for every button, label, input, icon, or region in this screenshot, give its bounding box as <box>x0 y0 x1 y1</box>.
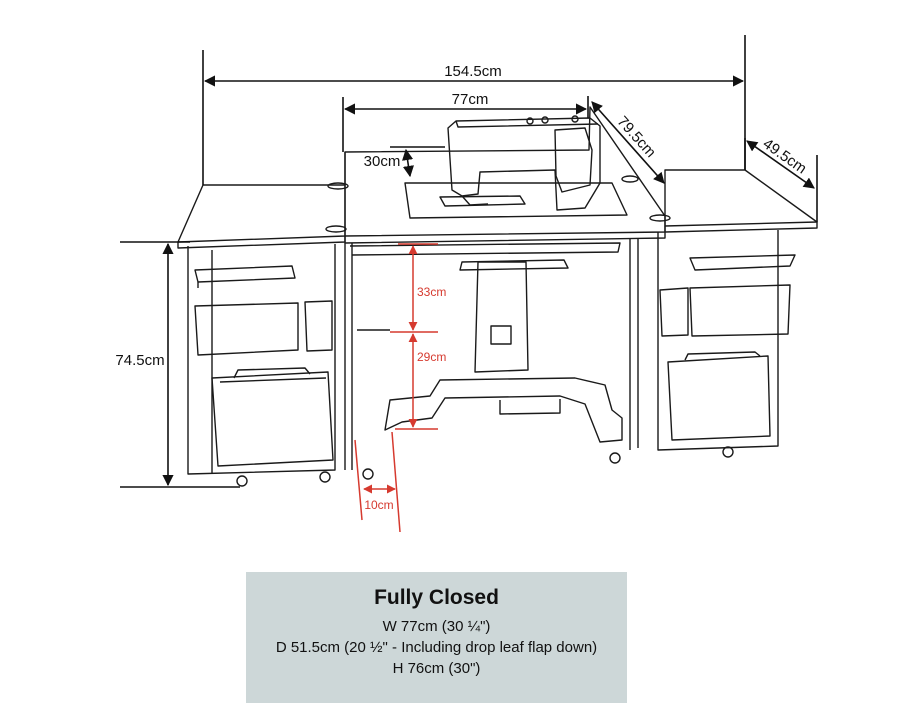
left-pedestal <box>187 244 336 475</box>
left-wing-top <box>177 184 346 243</box>
total-width-label: 154.5cm <box>444 63 502 80</box>
upper-gap-label: 33cm <box>417 285 446 299</box>
center-width-label: 77cm <box>452 91 489 108</box>
red-dimension-lines <box>354 243 438 533</box>
lift-column <box>474 261 529 373</box>
base-shelf <box>384 377 623 443</box>
info-depth: D 51.5cm (20 ½" - Including drop leaf fl… <box>275 639 598 656</box>
clearance-label: 30cm <box>364 153 401 170</box>
info-box: Fully Closed W 77cm (30 ¼") D 51.5cm (20… <box>246 572 627 703</box>
height-label: 74.5cm <box>115 352 164 369</box>
side-depth-arrow <box>746 140 815 189</box>
center-depth-label: 79.5cm <box>614 113 660 161</box>
lower-gap-label: 29cm <box>417 350 446 364</box>
cabinet-drawing <box>177 106 818 487</box>
info-height: H 76cm (30") <box>392 660 481 677</box>
info-width: W 77cm (30 ¼") <box>382 618 491 635</box>
machine-cutout <box>404 182 628 219</box>
clearance-arrow <box>401 148 415 178</box>
side-depth-label: 49.5cm <box>760 135 810 177</box>
leg-offset-label: 10cm <box>364 498 393 512</box>
black-dimension-lines <box>120 35 818 488</box>
right-wing-top <box>664 169 818 227</box>
info-lines: W 77cm (30 ¼") D 51.5cm (20 ½" - Includi… <box>246 616 627 679</box>
sewing-machine <box>439 115 601 211</box>
info-title: Fully Closed <box>374 586 499 609</box>
right-pedestal <box>657 230 779 451</box>
center-depth-arrow <box>591 101 665 184</box>
cabinet-dimension-diagram: 154.5cm 77cm 79.5cm 49.5cm 30cm 74.5cm 3… <box>115 35 818 533</box>
